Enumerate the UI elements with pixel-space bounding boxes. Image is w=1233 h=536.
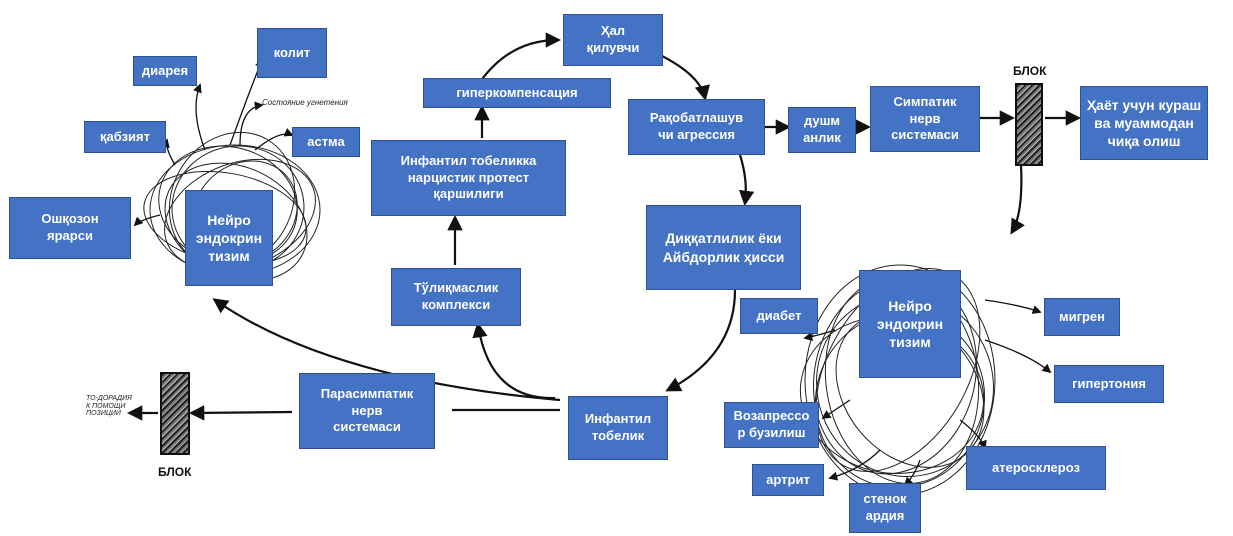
arrow-infantil-to-tuliq [472, 321, 556, 400]
node-kolit: колит [257, 28, 327, 78]
block-top [1015, 83, 1043, 166]
node-infantil-narcis: Инфантил тобеликка нарцистик протест қар… [371, 140, 566, 216]
arrow-to-migren [984, 299, 1042, 314]
node-parasimpatik: Парасимпатик нерв системаси [299, 373, 435, 449]
arrow-to-sostoyanie [239, 101, 264, 146]
node-oshqozon: Ошқозон ярарси [9, 197, 131, 259]
node-vozapresso: Возапрессо р бузилиш [724, 402, 819, 448]
node-tuliqmaslik: Тўлиқмаслик комплекси [391, 268, 521, 326]
arrow-parasimp-to-block [188, 405, 293, 421]
node-diareya: диарея [133, 56, 197, 86]
node-stenok: стенок ардия [849, 483, 921, 533]
node-neyro-left: Нейро эндокрин тизим [185, 190, 273, 286]
arrow-infantil-to-left-tangle [212, 298, 561, 402]
node-astma: астма [292, 127, 360, 157]
arrow-raqob-to-diqq [738, 154, 755, 207]
arrow-giper-to-hal [479, 32, 562, 83]
node-hal-qiluvchi: Ҳал қилувчи [563, 14, 663, 66]
arrow-to-astma [254, 128, 294, 151]
node-neyro-right: Нейро эндокрин тизим [859, 270, 961, 378]
arrow-diqq-to-infantil [665, 289, 737, 392]
node-giperkompensatsiya: гиперкомпенсация [423, 78, 611, 108]
arrow-to-ateroskleroz [959, 419, 987, 450]
arrow-to-diabet [803, 329, 836, 342]
node-diqqatlilik: Диққатлилик ёки Айбдорлик ҳисси [646, 205, 801, 290]
node-simpatik: Симпатик нерв системаси [870, 86, 980, 152]
arrow-to-gipertoniya [984, 339, 1052, 374]
arrow-to-artrit [828, 449, 881, 481]
arrow-to-oshqozon [133, 214, 161, 227]
annotation-left-note: ТО-ДОРАДИЯ К ПОМОЩИ ПОЗИЦИИ [86, 395, 132, 418]
node-ateroskleroz: атеросклероз [966, 446, 1106, 490]
node-diabet: диабет [740, 298, 818, 334]
node-migren: мигрен [1044, 298, 1120, 336]
block-bottom [160, 372, 190, 455]
arrow-to-diareya [193, 83, 206, 151]
block-bottom-label: БЛОК [158, 465, 192, 479]
node-dushmanlik: душм анлик [788, 107, 856, 153]
arrow-to-vozapresso [821, 399, 851, 420]
arrow-to-qabziyat [160, 138, 176, 166]
node-raqobatlashuv: Рақобатлашув чи агрессия [628, 99, 765, 155]
node-qabziyat: қабзият [84, 121, 166, 153]
node-gipertoniya: гипертония [1054, 365, 1164, 403]
annotation-sostoyanie: Состояние угнетения [262, 98, 348, 107]
node-infantil-tobelik: Инфантил тобелик [568, 396, 668, 460]
block-top-label: БЛОК [1013, 64, 1047, 78]
arrow-hal-to-raqob [659, 54, 710, 102]
node-artrit: артрит [752, 464, 824, 496]
node-hayot: Ҳаёт учун кураш ва муаммодан чиқа олиш [1080, 86, 1208, 160]
